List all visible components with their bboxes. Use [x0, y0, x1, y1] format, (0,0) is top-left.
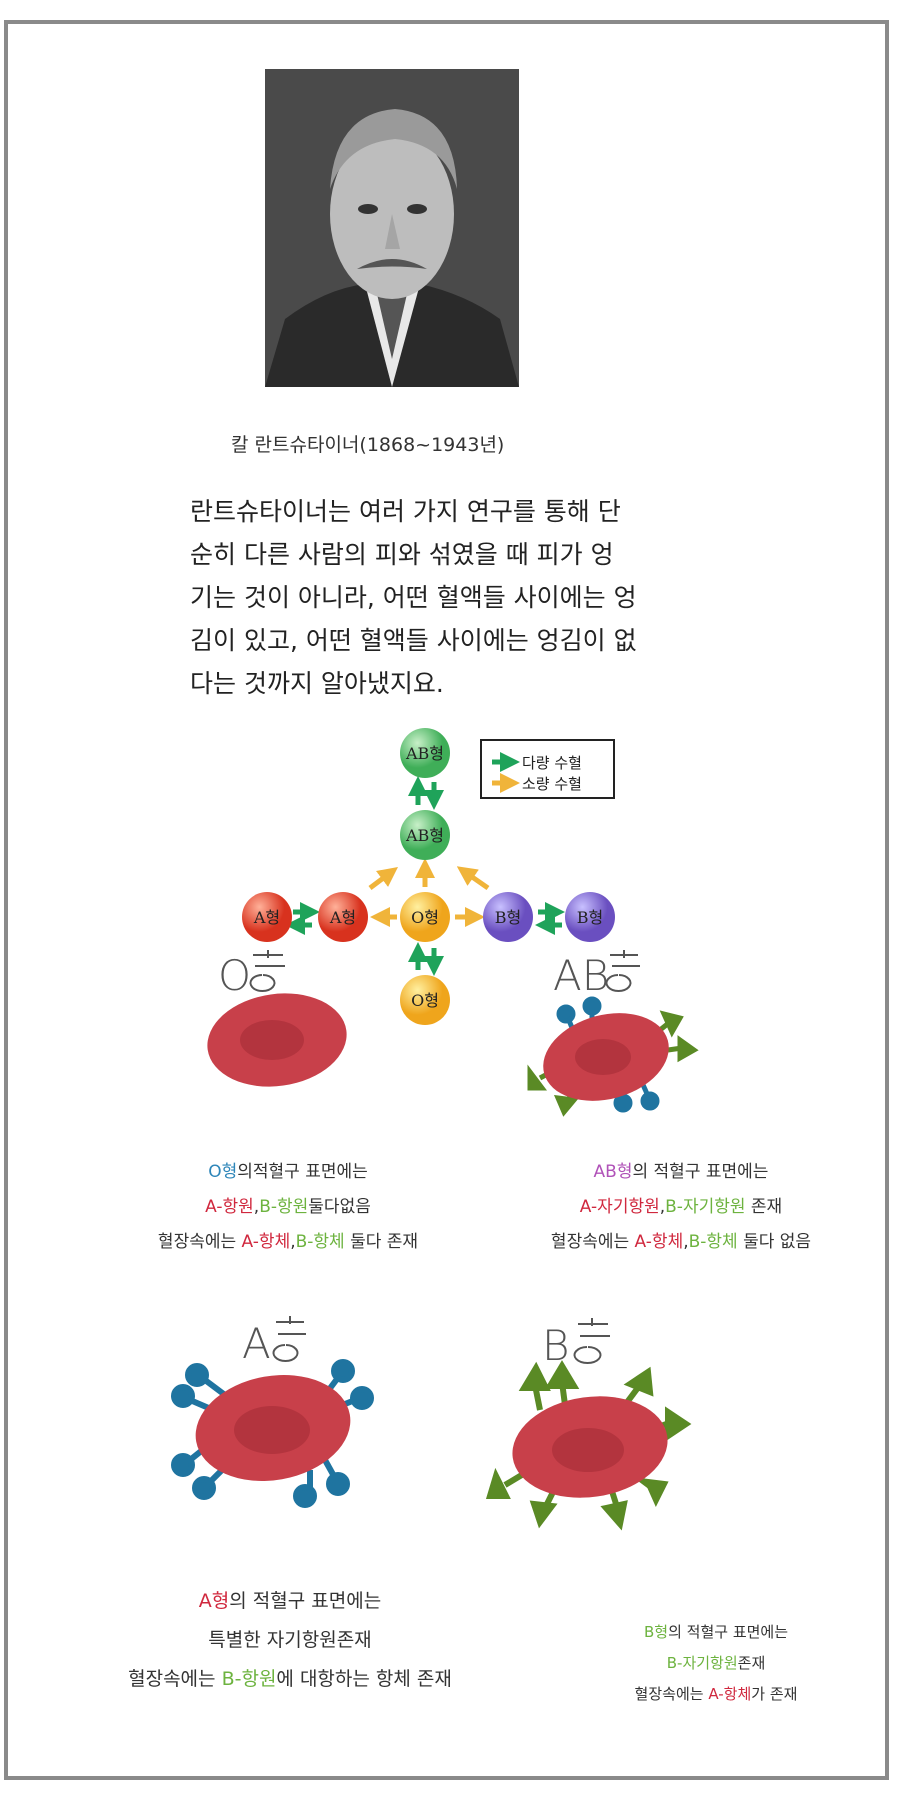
text-segment: , [683, 1232, 689, 1252]
node-ab-mid [400, 810, 450, 860]
node-a-mid [318, 892, 368, 942]
o-cell-label: O [218, 951, 251, 1000]
hand-hyeong [249, 950, 285, 992]
text-segment: A-항원 [205, 1197, 254, 1217]
legend-orange-label: 소량 수혈 [522, 775, 582, 793]
text-segment: 의 적혈구 표면에는 [229, 1590, 382, 1612]
text-segment: 혈장속에는 [634, 1685, 709, 1703]
text-segment: 특별한 자기항원존재 [208, 1629, 372, 1651]
text-segment: , [659, 1197, 666, 1217]
text-segment: 존재 [737, 1654, 766, 1672]
small-transfusion-arrows [368, 858, 490, 927]
text-segment: 의 적혈구 표면에는 [668, 1623, 789, 1641]
node-a-left [242, 892, 292, 942]
hand-hyeong [573, 1318, 610, 1364]
arrow-up-left [456, 866, 490, 891]
node-label: AB형 [405, 826, 444, 845]
ab-cell-label: AB [553, 951, 609, 1000]
text-segment: AB형 [593, 1162, 633, 1182]
text-segment: 에 대항하는 항체 존재 [276, 1668, 452, 1690]
text-segment: 둘다없음 [308, 1197, 371, 1217]
text-segment: 의적혈구 표면에는 [237, 1162, 368, 1182]
text-segment: 의 적혈구 표면에는 [632, 1162, 769, 1182]
a-red-blood-cell [171, 1359, 374, 1508]
b-cell-label: B [542, 1321, 570, 1370]
portrait-photo [265, 69, 519, 387]
node-label: B형 [577, 908, 603, 927]
node-ab-top [400, 728, 450, 778]
a-type-description: A형의 적혈구 표면에는 특별한 자기항원존재 혈장속에는 B-항원에 대항하는… [128, 1582, 452, 1699]
ab-type-description: AB형의 적혈구 표면에는 A-자기항원,B-자기항원 존재 혈장속에는 A-항… [551, 1155, 811, 1260]
text-segment: 혈장속에는 [550, 1232, 635, 1252]
text-segment: B형 [643, 1623, 669, 1641]
o-red-blood-cell [207, 993, 347, 1087]
text-segment: 존재 [745, 1197, 783, 1217]
text-segment: , [253, 1197, 260, 1217]
node-b-mid [483, 892, 533, 942]
text-segment: A-항체 [634, 1232, 684, 1252]
node-label: O형 [411, 991, 439, 1010]
text-segment: B-자기항원 [666, 1654, 738, 1672]
text-segment: A-자기항원 [579, 1197, 660, 1217]
text-segment: 가 존재 [751, 1685, 798, 1703]
text-segment: A-항체 [241, 1232, 291, 1252]
text-segment: B-항원 [221, 1668, 277, 1690]
node-label: O형 [411, 908, 439, 927]
text-segment: 혈장속에는 [157, 1232, 242, 1252]
text-segment: 둘다 존재 [344, 1232, 419, 1252]
node-o-center [400, 892, 450, 942]
node-label: AB형 [405, 744, 444, 763]
node-label: A형 [329, 908, 356, 927]
text-segment: A형 [198, 1590, 230, 1612]
ab-red-blood-cell [527, 996, 699, 1117]
arrow-up-right [368, 867, 398, 890]
intro-paragraph: 란트슈타이너는 여러 가지 연구를 통해 단 순히 다른 사람의 피와 섞였을 … [190, 490, 730, 705]
text-segment: 혈장속에는 [128, 1668, 222, 1690]
paragraph-line: 다는 것까지 알아냈지요. [190, 669, 444, 698]
node-o-bottom [400, 975, 450, 1025]
text-segment: B-항체 [688, 1232, 738, 1252]
paragraph-line: 순히 다른 사람의 피와 섞였을 때 피가 엉 [190, 540, 614, 569]
hand-hyeong [272, 1316, 306, 1362]
text-segment: B-항원 [259, 1197, 309, 1217]
portrait-caption: 칼 란트슈타이너(1868~1943년) [231, 434, 505, 456]
b-type-description: B형의 적혈구 표면에는 B-자기항원존재 혈장속에는 A-항체가 존재 [635, 1617, 798, 1710]
text-segment: , [290, 1232, 296, 1252]
a-cell-label: A [242, 1319, 271, 1368]
text-segment: B-항체 [295, 1232, 345, 1252]
text-segment: O형 [208, 1162, 238, 1182]
paragraph-line: 김이 있고, 어떤 혈액들 사이에는 엉김이 없 [190, 626, 637, 655]
legend: 다량 수혈 소량 수혈 [480, 739, 615, 799]
legend-green-label: 다량 수혈 [522, 754, 582, 772]
node-label: A형 [253, 908, 280, 927]
b-red-blood-cell [485, 1360, 692, 1531]
paragraph-line: 기는 것이 아니라, 어떤 혈액들 사이에는 엉 [190, 583, 637, 612]
text-segment: 둘다 없음 [737, 1232, 812, 1252]
node-label: B형 [495, 908, 521, 927]
large-transfusion-arrows [285, 776, 565, 976]
text-segment: A-항체 [708, 1685, 752, 1703]
paragraph-line: 란트슈타이너는 여러 가지 연구를 통해 단 [190, 497, 621, 526]
text-segment: B-자기항원 [665, 1197, 746, 1217]
o-type-description: O형의적혈구 표면에는 A-항원,B-항원둘다없음 혈장속에는 A-항체,B-항… [158, 1155, 418, 1260]
node-b-right [565, 892, 615, 942]
hand-hyeong [605, 950, 640, 992]
